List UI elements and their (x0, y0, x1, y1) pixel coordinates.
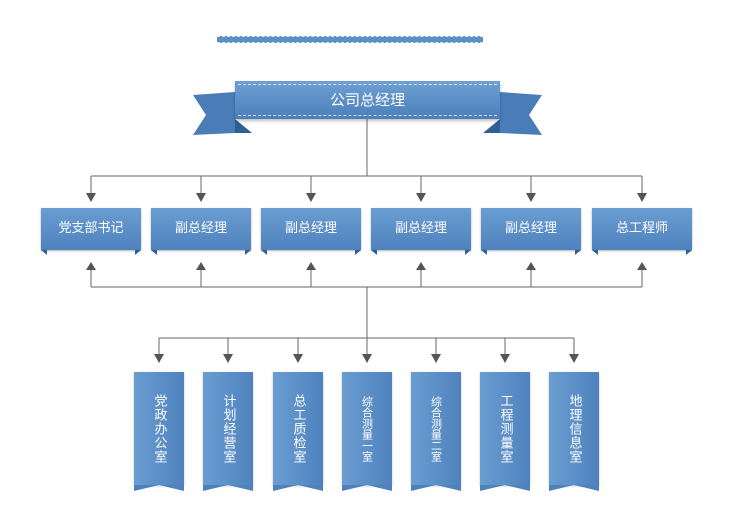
node-label: 副总经理 (394, 221, 447, 236)
node-party-secretary[interactable]: 党支部书记 (41, 208, 141, 255)
dept-engineering-survey-office[interactable]: 工程测量室 (480, 372, 530, 491)
ribbon-right-tail (500, 92, 542, 135)
node-label: 副总经理 (284, 221, 337, 236)
dept-label: 综合测量一室 (360, 395, 374, 462)
dept-label: 计划经营室 (220, 393, 236, 464)
ribbon-left-fold (235, 119, 252, 133)
ribbon-right-fold (483, 119, 500, 133)
node-deputy-gm-3[interactable]: 副总经理 (371, 208, 471, 255)
ribbon-left-tail (193, 92, 235, 135)
dept-planning-office[interactable]: 计划经营室 (203, 372, 253, 491)
dept-label: 总工质检室 (290, 393, 306, 464)
dept-label: 综合测量二室 (429, 395, 443, 462)
node-label: 党支部书记 (58, 221, 124, 236)
dept-party-admin-office[interactable]: 党政办公室 (134, 372, 184, 491)
node-chief-engineer[interactable]: 总工程师 (592, 208, 692, 255)
dept-survey-office-1[interactable]: 综合测量一室 (342, 372, 392, 491)
root-node-label: 公司总经理 (329, 91, 405, 109)
node-deputy-gm-1[interactable]: 副总经理 (151, 208, 251, 255)
dept-label: 工程测量室 (497, 393, 513, 464)
node-label: 总工程师 (615, 221, 668, 236)
node-label: 副总经理 (504, 221, 557, 236)
title-bar-decoration (217, 36, 483, 43)
root-node-general-manager[interactable]: 公司总经理 (235, 81, 500, 119)
node-deputy-gm-2[interactable]: 副总经理 (261, 208, 361, 255)
dept-label: 党政办公室 (151, 393, 167, 464)
dept-survey-office-2[interactable]: 综合测量二室 (411, 372, 461, 491)
dept-quality-office[interactable]: 总工质检室 (273, 372, 323, 491)
dept-geo-info-office[interactable]: 地理信息室 (549, 372, 599, 491)
dept-label: 地理信息室 (566, 393, 582, 464)
node-deputy-gm-4[interactable]: 副总经理 (481, 208, 581, 255)
node-label: 副总经理 (174, 221, 227, 236)
